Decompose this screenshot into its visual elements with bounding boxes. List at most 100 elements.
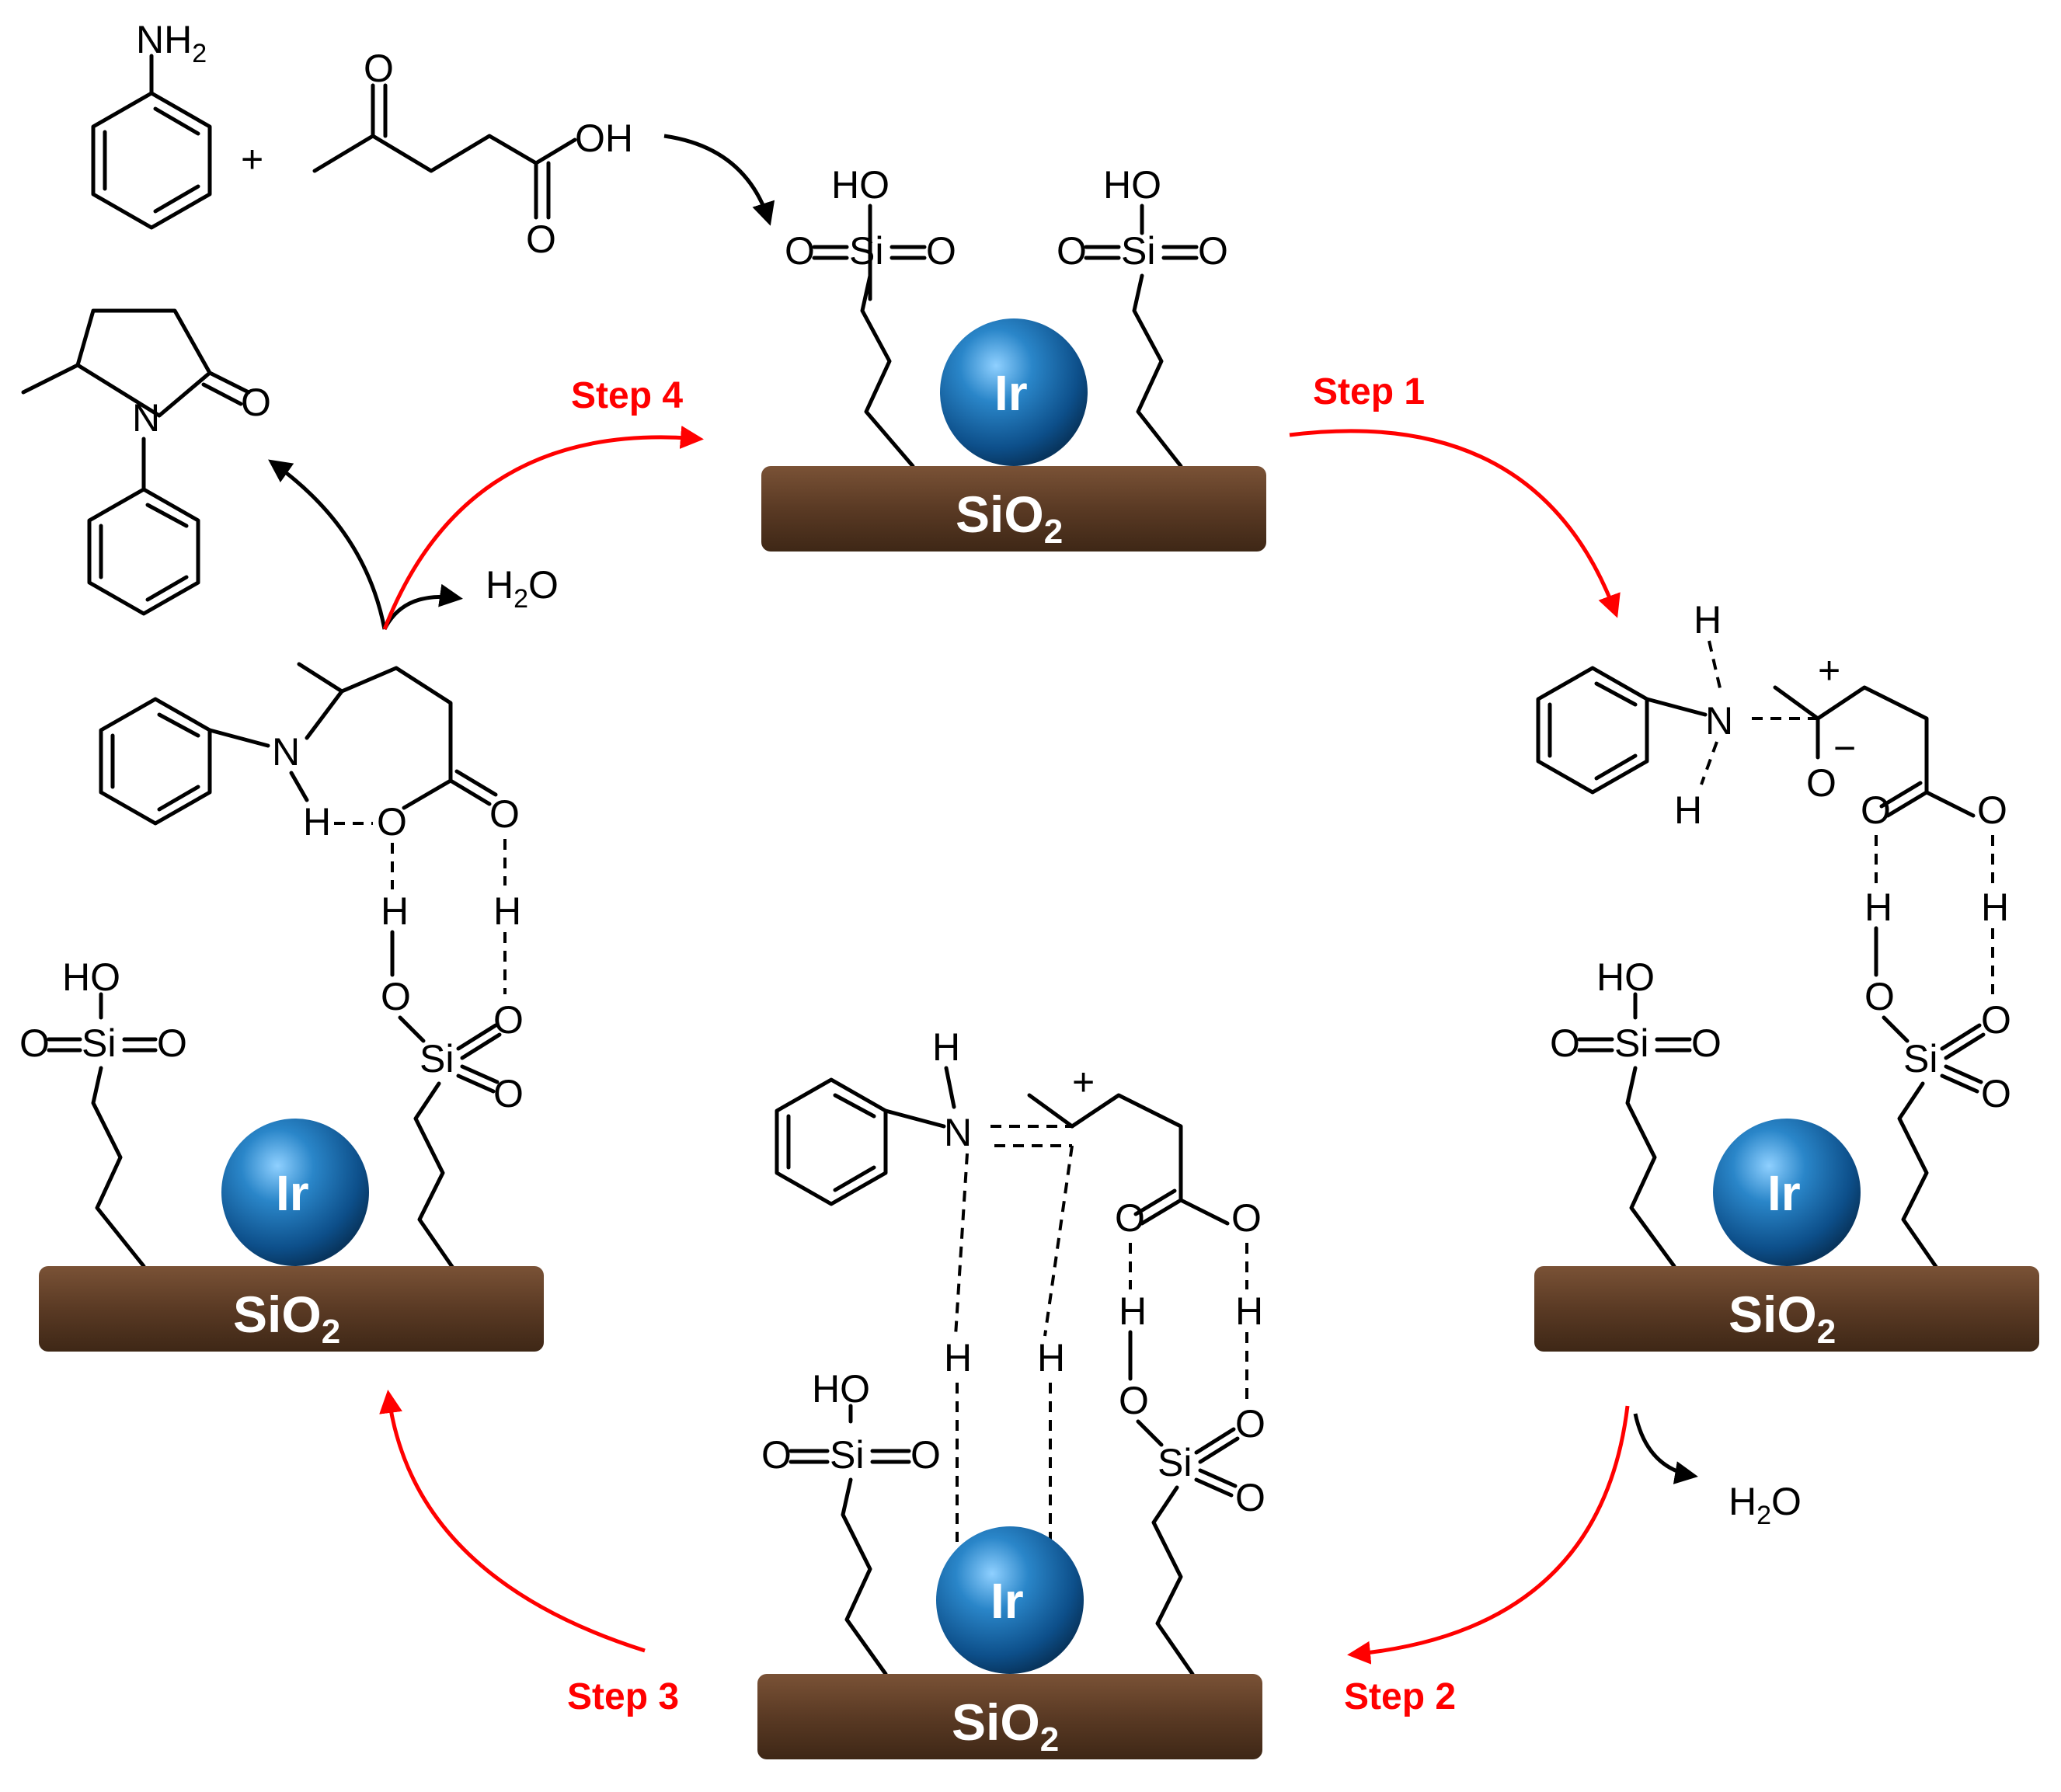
ho-label: HO [1103,163,1161,207]
aniline-reactant: NH2 [91,18,212,230]
o-label: O [1861,788,1891,832]
plus-sign: + [241,137,263,181]
ho-label: HO [62,955,120,999]
h-label: H [493,889,521,933]
o-label: O [1981,998,2011,1042]
h-label: H [303,800,331,844]
silica-label: SiO2 [952,1693,1059,1759]
o-label: O [493,1072,524,1115]
water-label-bottom: H2O [1729,1480,1802,1530]
lactam-n-label: N [132,396,160,440]
acid-oh-label: OH [575,117,633,160]
o-label: O [489,792,520,836]
silica-label: SiO2 [1729,1286,1836,1351]
catalyst-left: N H O O H H O O Si O HO O Si O SiO2 [19,662,544,1352]
water-label-top: H2O [486,563,559,614]
h-label: H [1119,1289,1147,1333]
iridium-label: Ir [994,365,1028,421]
lactam-o-label: O [241,381,271,424]
charge-minus: − [1833,726,1856,770]
si-label: Si [1614,1021,1648,1065]
o-label: O [785,229,815,273]
n-label: N [272,730,300,774]
iridium-label: Ir [990,1573,1024,1629]
step4-arrow [382,426,704,630]
iridium-nanoparticle [940,318,1088,466]
step1-arrow [1289,429,1621,618]
step3-arrow [379,1390,646,1653]
iridium-nanoparticle [936,1526,1084,1674]
silica-support [757,1674,1262,1759]
o-label: O [1977,788,2007,832]
si-label: Si [830,1433,864,1477]
charge-plus: + [1072,1060,1095,1104]
ketone-o-label: O [364,47,394,90]
o-label: O [1691,1021,1722,1065]
o-label: O [1231,1196,1262,1240]
h-label: H [1981,886,2009,929]
silica-support [1534,1266,2039,1352]
step2-arrow [1347,1405,1630,1665]
acid-o-label: O [526,217,556,261]
si-label: Si [1121,229,1155,273]
si-label: Si [849,229,883,273]
water-release-arrow-bottom [1633,1413,1698,1484]
o-label: O [910,1433,941,1477]
o-label: O [157,1021,187,1065]
h-label: H [1235,1289,1263,1333]
o-label: O [926,229,956,273]
o-label: O [1806,761,1836,805]
si-label: Si [1903,1037,1937,1080]
ho-label: HO [1596,955,1655,999]
charge-plus: + [1818,649,1840,692]
iridium-label: Ir [276,1165,309,1221]
silica-label: SiO2 [233,1286,340,1351]
h-label: H [932,1025,960,1069]
silica-support [761,466,1266,552]
nh2-label: NH2 [136,18,207,68]
n-label: N [944,1111,972,1154]
step1-label: Step 1 [1313,371,1425,412]
levulinic-acid-reactant: O O OH [312,47,633,261]
o-label: O [381,975,411,1018]
step4-label: Step 4 [571,375,683,416]
catalyst-bottom: N H + H H O O H H O O Si O HO O [757,1025,1265,1759]
si-label: Si [420,1037,454,1080]
o-label: O [377,800,407,844]
iridium-nanoparticle [221,1119,369,1266]
o-label: O [19,1021,50,1065]
o-label: O [1119,1379,1149,1422]
iridium-nanoparticle [1713,1119,1861,1266]
product-release-arrow [268,459,387,630]
h-label: H [1694,598,1722,642]
si-label: Si [1158,1441,1192,1484]
h-label: H [1674,788,1702,832]
silica-label: SiO2 [956,485,1063,551]
ho-label: HO [831,163,890,207]
si-label: Si [82,1021,116,1065]
n-label: N [1705,699,1733,743]
o-label: O [1115,1196,1145,1240]
o-label: O [1057,229,1087,273]
o-label: O [1981,1072,2011,1115]
catalyst-right: N H H + O − O O H H O O Si O HO O Si [1534,598,2039,1352]
o-label: O [1235,1476,1265,1519]
ho-label: HO [812,1367,870,1411]
o-label: O [1864,975,1895,1018]
o-label: O [1198,229,1228,273]
silica-support [39,1266,544,1352]
step3-label: Step 3 [567,1676,679,1717]
h-label: H [1864,886,1892,929]
step2-label: Step 2 [1344,1676,1456,1717]
o-label: O [1235,1402,1265,1446]
reactant-entry-arrow [663,134,775,226]
catalyst-top: HO O Si O HO O Si O SiO2 Ir [761,163,1266,552]
o-label: O [1550,1021,1580,1065]
o-label: O [761,1433,792,1477]
iridium-label: Ir [1767,1165,1801,1221]
h-label: H [1037,1336,1065,1380]
h-label: H [944,1336,972,1380]
lactam-product: O N [21,308,271,616]
